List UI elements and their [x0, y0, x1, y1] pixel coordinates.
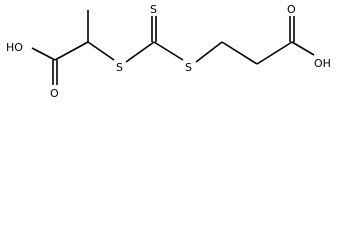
atom-label-hydroxyl-left: HO — [6, 41, 23, 54]
atom-labels: HO O S S S O OH — [6, 3, 331, 100]
bond-c1-c2 — [54, 41, 89, 61]
atom-label-carbonyl-oxygen-right: O — [287, 3, 296, 16]
atom-label-sulfur-left: S — [116, 61, 123, 74]
bond-ho-c1 — [31, 47, 56, 61]
chemical-structure-diagram: HO O S S S O OH — [6, 3, 331, 100]
atom-label-thione-sulfur: S — [150, 3, 157, 16]
bond-c3-s-right — [153, 41, 184, 61]
bond-c2-s-left — [87, 41, 115, 61]
bond-s-left-c3 — [125, 41, 155, 63]
bond-c4-c5 — [221, 41, 258, 65]
bond-c6-oh — [291, 41, 315, 56]
bond-set — [31, 10, 315, 85]
atom-label-carbonyl-oxygen-left: O — [50, 87, 59, 100]
bond-c5-c6 — [256, 41, 293, 65]
atom-label-sulfur-right: S — [185, 61, 192, 74]
atom-label-hydroxyl-right: OH — [314, 57, 331, 70]
bond-s-right-c4 — [195, 41, 223, 63]
